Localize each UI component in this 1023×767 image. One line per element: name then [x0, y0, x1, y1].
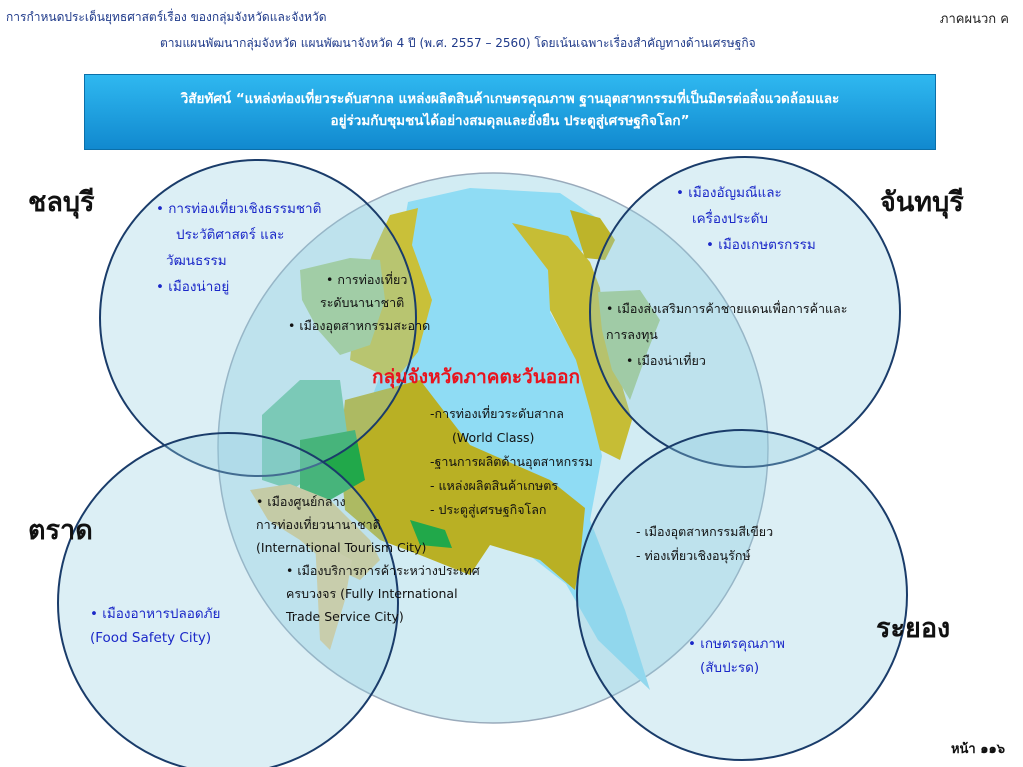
province-rayong: ระยอง	[876, 613, 951, 644]
land-east-coast	[512, 223, 632, 460]
circle-trat	[57, 432, 399, 767]
circle-rayong	[576, 429, 908, 761]
map-label-nw: • การท่องเที่ยว ระดับนานาชาติ • เมืองอุต…	[288, 268, 430, 337]
land-central	[340, 380, 585, 590]
map-label-sw-1: • เมืองศูนย์กลาง	[256, 494, 346, 509]
chanthaburi-items: • เมืองอัญมณีและ เครื่องประดับ • เมืองเก…	[676, 180, 816, 258]
rayong-item-2: - ท่องเที่ยวเชิงอนุรักษ์	[636, 548, 751, 563]
rayong-items-top: - เมืองอุตสาหกรรมสีเขียว - ท่องเที่ยวเชิ…	[636, 520, 773, 568]
province-trat: ตราด	[28, 515, 93, 546]
rayong-item-1: - เมืองอุตสาหกรรมสีเขียว	[636, 524, 774, 539]
center-item-2: (World Class)	[452, 430, 535, 445]
vision-banner: วิสัยทัศน์ “แหล่งท่องเที่ยวระดับสากล แหล…	[84, 74, 936, 150]
map-label-sw-4: • เมืองบริการการค้าระหว่างประเทศ	[286, 563, 480, 578]
vision-line-1: วิสัยทัศน์ “แหล่งท่องเที่ยวระดับสากล แหล…	[180, 91, 840, 107]
map-label-nw-2: ระดับนานาชาติ	[320, 295, 405, 310]
center-items: -การท่องเที่ยวระดับสากล (World Class) -ฐ…	[430, 402, 593, 522]
chanthaburi-item-3: • เมืองเกษตรกรรม	[706, 237, 816, 253]
chonburi-item-2: ประวัติศาสตร์ และ	[176, 227, 285, 243]
trat-items: • เมืองอาหารปลอดภัย (Food Safety City)	[90, 602, 220, 650]
trat-item-1: • เมืองอาหารปลอดภัย	[90, 606, 221, 622]
land-green-2	[410, 520, 452, 548]
map-label-ne-2: การลงทุน	[606, 327, 658, 342]
rayong-items-bottom: • เกษตรคุณภาพ (สับปะรด)	[688, 632, 785, 680]
center-title: กลุ่มจังหวัดภาคตะวันออก	[372, 366, 581, 388]
circle-chanthaburi	[589, 156, 901, 468]
land-south-west-tip	[315, 540, 352, 650]
map-label-ne-3: • เมืองน่าเที่ยว	[626, 353, 706, 368]
chanthaburi-item-2: เครื่องประดับ	[692, 211, 769, 227]
map-label-ne: • เมืองส่งเสริมการค้าชายแดนเพื่อการค้าแล…	[606, 296, 847, 374]
circle-chonburi	[99, 159, 417, 477]
vision-line-2: อยู่ร่วมกับชุมชนได้อย่างสมดุลและยั่งยืน …	[330, 113, 690, 129]
land-east	[598, 290, 660, 400]
map-label-sw: • เมืองศูนย์กลาง การท่องเที่ยวนานาชาติ (…	[256, 490, 480, 628]
chonburi-items: • การท่องเที่ยวเชิงธรรมชาติ ประวัติศาสตร…	[156, 196, 321, 300]
chonburi-item-1: • การท่องเที่ยวเชิงธรรมชาติ	[156, 201, 322, 217]
header-subtitle: ตามแผนพัฒนากลุ่มจังหวัด แผนพัฒนาจังหวัด …	[160, 36, 756, 50]
annex-label: ภาคผนวก ค	[939, 12, 1009, 27]
rayong-item-4: (สับปะรด)	[700, 660, 760, 676]
center-item-3: -ฐานการผลิตด้านอุตสาหกรรม	[430, 454, 593, 469]
province-chonburi: ชลบุรี	[28, 187, 95, 218]
chanthaburi-item-1: • เมืองอัญมณีและ	[676, 185, 782, 201]
province-chanthaburi: จันทบุรี	[880, 187, 964, 218]
rayong-item-3: • เกษตรคุณภาพ	[688, 636, 785, 652]
header-title: การกำหนดประเด็นยุทธศาสตร์เรื่อง ของกลุ่ม…	[6, 10, 327, 24]
map-label-sw-6: Trade Service City)	[286, 609, 404, 624]
map-label-sw-5: ครบวงจร (Fully International	[286, 586, 458, 601]
page-number: หน้า ๑๑๖	[950, 742, 1005, 757]
center-item-5: - ประตูสู่เศรษฐกิจโลก	[430, 502, 547, 517]
map-label-nw-1: • การท่องเที่ยว	[326, 272, 408, 287]
map-label-sw-2: การท่องเที่ยวนานาชาติ	[256, 517, 381, 532]
land-north-west	[300, 258, 385, 355]
map-label-nw-3: • เมืองอุตสาหกรรมสะอาด	[288, 318, 431, 333]
chonburi-item-3: วัฒนธรรม	[166, 253, 227, 269]
land-south-west	[250, 484, 380, 580]
center-item-4: - แหล่งผลิตสินค้าเกษตร	[430, 478, 559, 493]
chonburi-item-4: • เมืองน่าอยู่	[156, 279, 230, 295]
center-item-1: -การท่องเที่ยวระดับสากล	[430, 406, 564, 421]
trat-item-2: (Food Safety City)	[90, 630, 212, 646]
map-label-sw-3: (International Tourism City)	[256, 540, 427, 555]
map-label-ne-1: • เมืองส่งเสริมการค้าชายแดนเพื่อการค้าแล…	[606, 301, 848, 316]
